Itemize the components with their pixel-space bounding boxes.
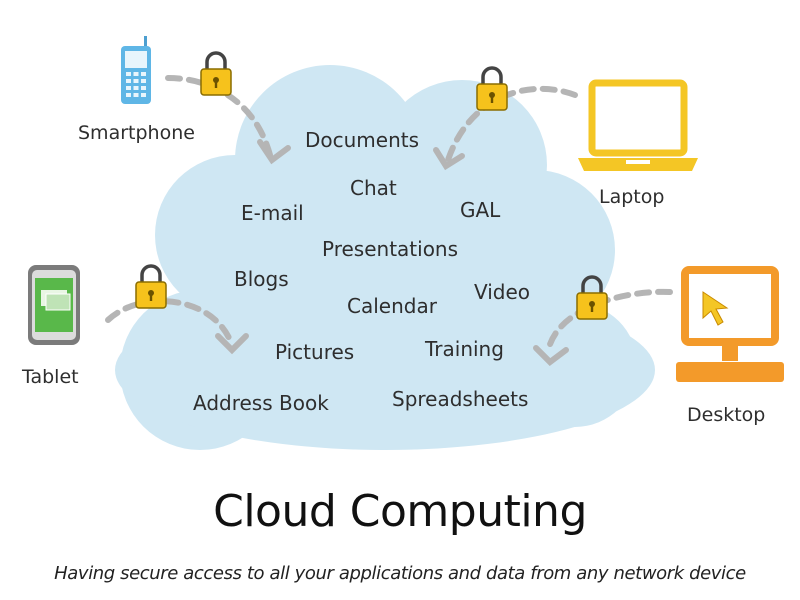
cloud-item-email: E-mail xyxy=(241,201,304,225)
cloud-item-calendar: Calendar xyxy=(347,294,437,318)
cloud-item-gal: GAL xyxy=(460,198,501,222)
lock-icon xyxy=(200,51,232,96)
cloud-item-documents: Documents xyxy=(305,128,420,152)
cloud-shape xyxy=(115,65,655,450)
arrow-smartphone xyxy=(165,75,273,158)
tablet-icon xyxy=(28,265,80,345)
smartphone-icon xyxy=(121,36,151,104)
cloud-item-blogs: Blogs xyxy=(234,267,289,291)
cloud-item-presentations: Presentations xyxy=(322,237,459,261)
arrow-heads xyxy=(215,139,569,366)
cloud-item-spreadsheets: Spreadsheets xyxy=(392,387,529,411)
laptop-label: Laptop xyxy=(599,186,665,208)
lock-icon xyxy=(576,275,608,320)
laptop-icon xyxy=(578,79,698,171)
desktop-icon xyxy=(676,266,784,382)
tablet-label: Tablet xyxy=(22,366,79,388)
arrow-desktop xyxy=(545,288,673,355)
diagram-subtitle: Having secure access to all your applica… xyxy=(54,563,746,584)
smartphone-label: Smartphone xyxy=(78,122,195,144)
cloud-item-address-book: Address Book xyxy=(193,391,329,415)
lock-icon xyxy=(476,66,508,111)
cloud-item-video: Video xyxy=(474,280,531,304)
cloud-item-training: Training xyxy=(425,337,504,361)
arrow-tablet xyxy=(105,298,233,343)
cloud-item-pictures: Pictures xyxy=(275,340,355,364)
cloud-item-chat: Chat xyxy=(350,176,397,200)
desktop-label: Desktop xyxy=(687,404,766,426)
diagram-title: Cloud Computing xyxy=(213,486,587,537)
lock-icon xyxy=(135,264,167,309)
